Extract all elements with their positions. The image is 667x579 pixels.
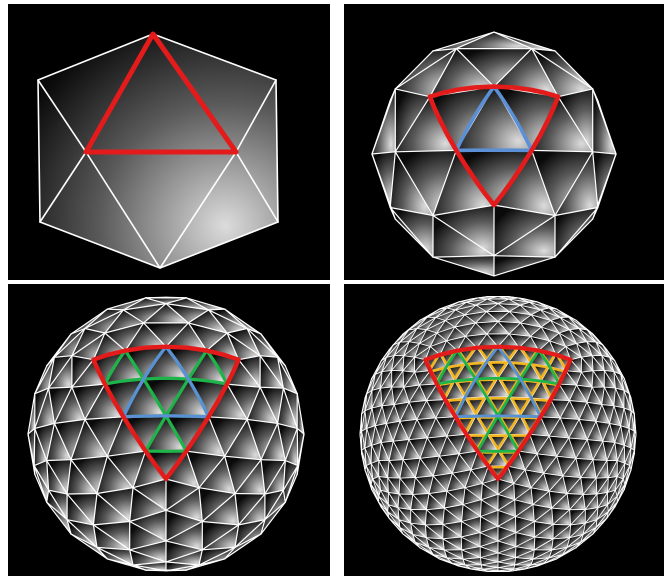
wireframe-edge [209, 309, 225, 310]
wireframe-edge [47, 460, 71, 461]
wireframe-edge [461, 537, 462, 550]
geodesic-level-2-drawing [8, 284, 330, 576]
wireframe-edge [297, 428, 298, 465]
wireframe-edge [107, 309, 123, 310]
wireframe-edge [371, 445, 372, 463]
wireframe-edge [534, 537, 535, 550]
wireframe-edge [534, 522, 535, 538]
geodesic-level-3-drawing [344, 284, 664, 576]
geodesic-level-1-drawing [344, 4, 664, 280]
panel-geodesic-level-2 [8, 284, 330, 576]
wireframe-edge [400, 478, 415, 479]
wireframe-edge [624, 445, 625, 463]
wireframe-edge [553, 524, 571, 525]
icosahedron-drawing [8, 4, 330, 280]
wireframe-edge [34, 428, 35, 465]
wireframe-edge [461, 522, 462, 538]
wireframe-edge [425, 524, 443, 525]
wireframe-edge [146, 297, 166, 298]
wireframe-edge [166, 297, 186, 298]
panel-geodesic-level-1 [344, 4, 664, 280]
wireframe-edge [235, 494, 265, 495]
panel-icosahedron [8, 4, 330, 280]
wireframe-edge [261, 460, 285, 461]
wireframe-edge [67, 494, 97, 495]
panel-geodesic-level-3 [344, 284, 664, 576]
wireframe-edge [581, 478, 596, 479]
